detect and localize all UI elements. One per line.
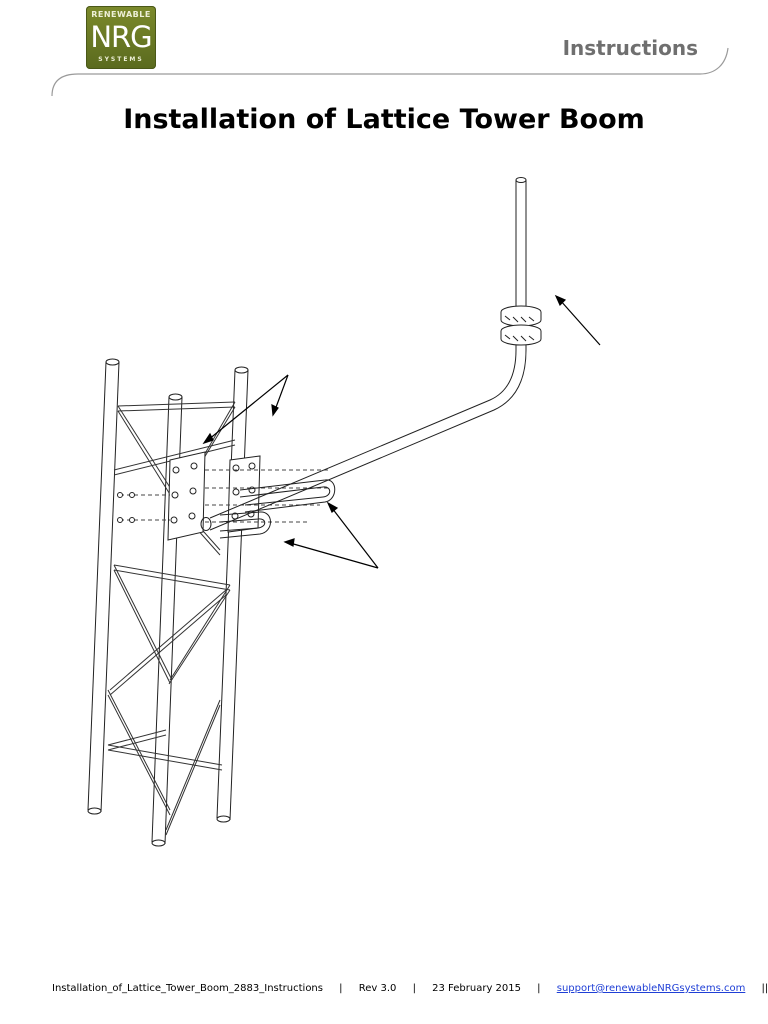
tower-leg-right xyxy=(216,366,249,823)
footer-revision: Rev 3.0 xyxy=(358,983,397,994)
mast-clamp-lower xyxy=(500,324,542,346)
bolt-heads-left-leg xyxy=(117,492,135,523)
u-bolt-lower xyxy=(219,511,271,539)
mounting-plate-left xyxy=(167,451,206,541)
footer-support-email-link[interactable]: support@renewableNRGsystems.com xyxy=(556,983,746,994)
footer-separator: | xyxy=(339,983,343,994)
callout-arrow-mast-clamp xyxy=(554,294,601,346)
mast-clamp-stud xyxy=(515,298,527,306)
footer-separator: | xyxy=(537,983,541,994)
callout-arrow-u-bolts xyxy=(283,501,379,569)
tower-leg-left xyxy=(87,358,120,815)
u-bolt-upper xyxy=(239,479,336,513)
header-curve-rule xyxy=(51,47,729,97)
logo-line-nrg: NRG xyxy=(90,20,152,54)
page-footer: Installation_of_Lattice_Tower_Boom_2883_… xyxy=(52,983,768,994)
logo-line-systems: SYSTEMS xyxy=(98,56,144,63)
logo-line-renewable: RENEWABLE xyxy=(91,10,151,19)
page-title: Installation of Lattice Tower Boom xyxy=(123,104,645,135)
footer-separator: | xyxy=(412,983,416,994)
footer-date: 23 February 2015 xyxy=(432,983,521,994)
boom-arm xyxy=(200,177,527,531)
lattice-tower-boom-illustration xyxy=(87,177,601,847)
header-instructions-label: Instructions xyxy=(562,36,698,60)
mast-clamp-upper xyxy=(500,305,542,327)
footer-double-separator: || xyxy=(761,983,768,994)
callout-arrow-plate-bolts xyxy=(202,374,289,445)
nrg-logo: RENEWABLE NRG SYSTEMS xyxy=(86,6,156,69)
callout-arrows xyxy=(202,294,601,569)
footer-document-name: Installation_of_Lattice_Tower_Boom_2883_… xyxy=(52,983,323,994)
